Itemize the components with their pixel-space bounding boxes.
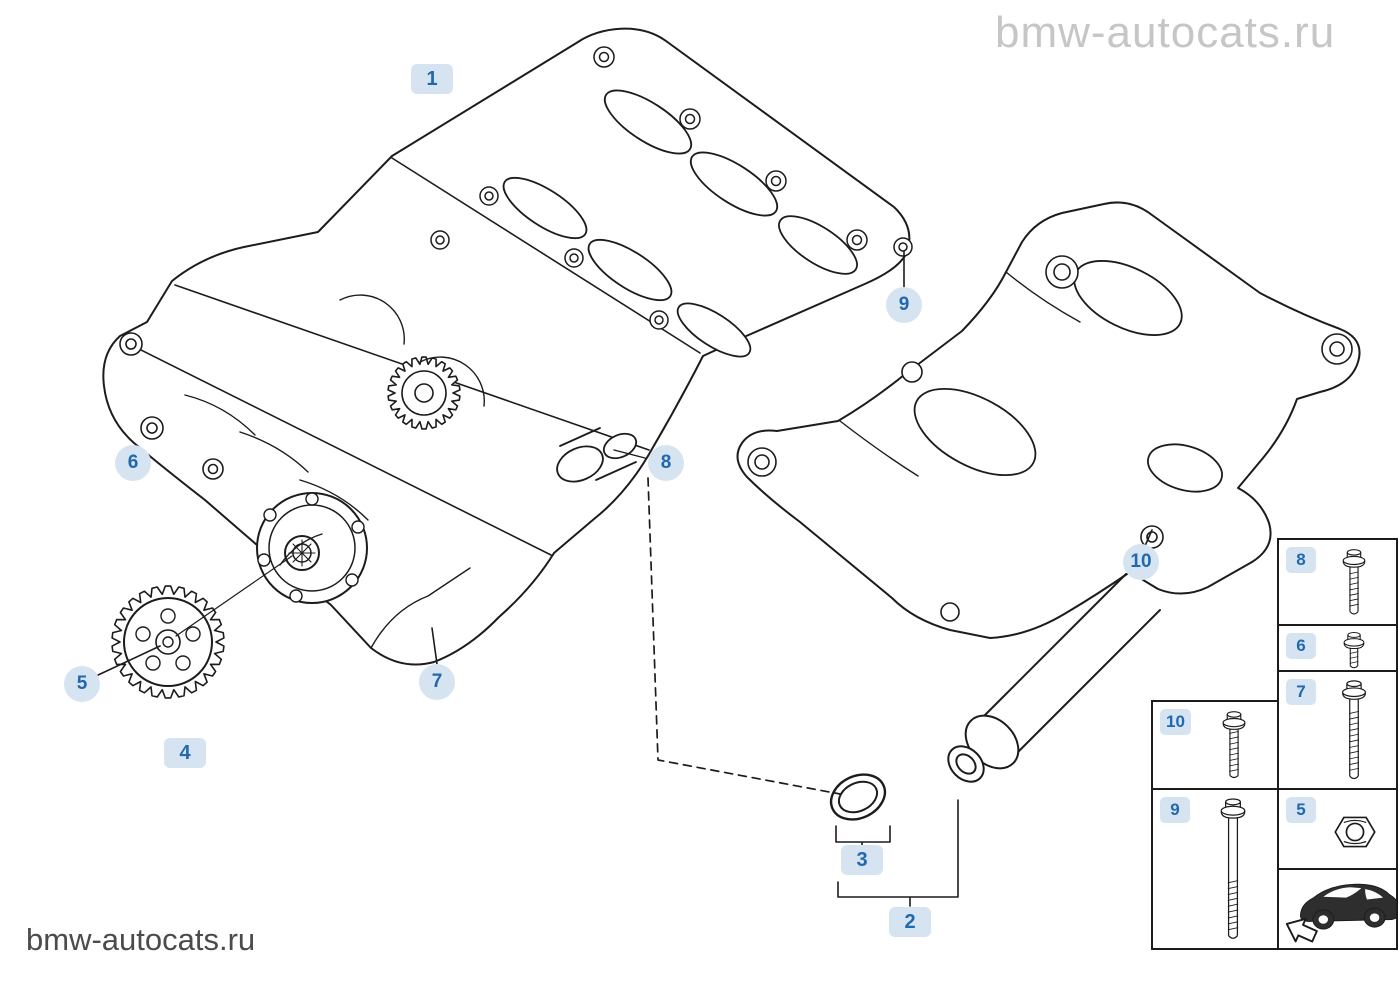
long-bolt-icon — [1342, 680, 1366, 780]
panel-label-7[interactable]: 7 — [1286, 679, 1316, 705]
callout-3[interactable]: 3 — [841, 845, 883, 875]
callout-6[interactable]: 6 — [115, 445, 151, 481]
dimension-brackets — [835, 799, 959, 907]
flange-bolt-icon — [1343, 631, 1365, 669]
panel-label-5[interactable]: 5 — [1286, 797, 1316, 823]
pump-outlet — [556, 427, 638, 483]
callout-4[interactable]: 4 — [164, 738, 206, 768]
panel-cell-6[interactable]: 6 — [1277, 624, 1398, 672]
drive-gear — [387, 356, 461, 430]
callout-8[interactable]: 8 — [648, 445, 684, 481]
long-bolt-icon — [1220, 798, 1246, 939]
car-icon — [1285, 883, 1396, 943]
watermark-bottom: bmw-autocats.ru — [26, 922, 256, 957]
pump-flange — [256, 492, 368, 604]
panel-cell-7[interactable]: 7 — [1277, 670, 1398, 790]
panel-cell-car[interactable] — [1277, 868, 1398, 950]
panel-label-6[interactable]: 6 — [1286, 633, 1316, 659]
direction-arrow-icon — [1285, 917, 1318, 943]
threaded-bolt-icon — [1222, 711, 1246, 779]
sprocket-drawing — [111, 555, 293, 699]
callout-1[interactable]: 1 — [411, 64, 453, 94]
watermark-top: bmw-autocats.ru — [995, 8, 1336, 57]
panel-label-8[interactable]: 8 — [1286, 547, 1316, 573]
flange-bolt-icon — [1342, 549, 1366, 615]
callout-9[interactable]: 9 — [886, 287, 922, 323]
panel-cell-9[interactable]: 9 — [1151, 788, 1279, 950]
callout-2[interactable]: 2 — [889, 907, 931, 937]
o-ring-drawing — [829, 773, 887, 821]
hex-nut-icon — [1334, 816, 1376, 848]
callout-5[interactable]: 5 — [64, 666, 100, 702]
panel-cell-10[interactable]: 10 — [1151, 700, 1279, 790]
callout-7[interactable]: 7 — [419, 664, 455, 700]
mounting-bracket-drawing — [736, 201, 1361, 639]
panel-cell-5[interactable]: 5 — [1277, 788, 1398, 870]
panel-label-10[interactable]: 10 — [1160, 709, 1191, 735]
panel-label-9[interactable]: 9 — [1160, 797, 1190, 823]
pipe-drawing — [947, 573, 1161, 783]
panel-cell-8[interactable]: 8 — [1277, 538, 1398, 626]
callout-10[interactable]: 10 — [1123, 544, 1159, 580]
balance-shaft-unit-drawing — [102, 27, 913, 666]
leader-lines — [95, 250, 1153, 795]
